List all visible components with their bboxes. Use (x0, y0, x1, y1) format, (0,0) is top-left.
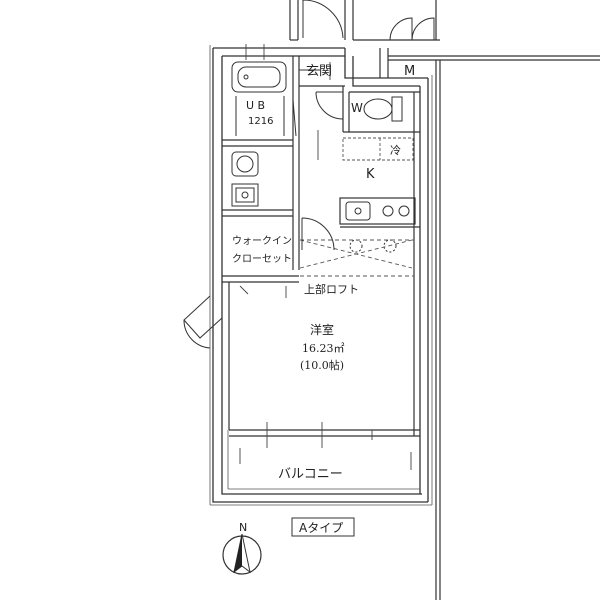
kitchen-label: K (366, 167, 375, 182)
walk-in-closet-label-1: ウォークイン (232, 235, 292, 247)
outer-walls (212, 47, 429, 503)
tick-marks (239, 44, 412, 470)
north-arrow-icon: N (222, 521, 262, 575)
western-room-label: 洋室 (310, 322, 334, 337)
kitchen-fixtures (345, 201, 410, 253)
trim-lines (209, 45, 433, 506)
fridge-label: 冷 (390, 144, 401, 157)
unit-bath-label: U B (246, 99, 265, 112)
type-label-box: Aタイプ (291, 517, 355, 537)
unit-bath-fixtures (231, 61, 287, 136)
doors (183, 69, 344, 349)
interior-walls (222, 56, 420, 437)
toilet-label: W (351, 101, 363, 115)
unit-bath-size-label: 1216 (248, 116, 273, 127)
fridge-space (342, 137, 414, 161)
loft-outline (299, 239, 414, 277)
toilet-fixture (363, 96, 403, 122)
entrance-label: 玄関 (306, 64, 332, 79)
western-room-area: 16.23㎡ (302, 342, 345, 355)
walk-in-closet-label-2: クローセット (232, 253, 292, 265)
meter-label: M (404, 64, 415, 79)
western-room-tatami: (10.0帖) (300, 359, 344, 372)
upper-doors (302, 0, 435, 41)
compass-label: N (239, 521, 247, 534)
balcony-label: バルコニー (278, 467, 343, 482)
washroom-fixtures (231, 151, 259, 207)
loft-label: 上部ロフト (304, 282, 359, 296)
type-label: Aタイプ (299, 521, 343, 535)
upper-unit-walls (289, 0, 600, 600)
